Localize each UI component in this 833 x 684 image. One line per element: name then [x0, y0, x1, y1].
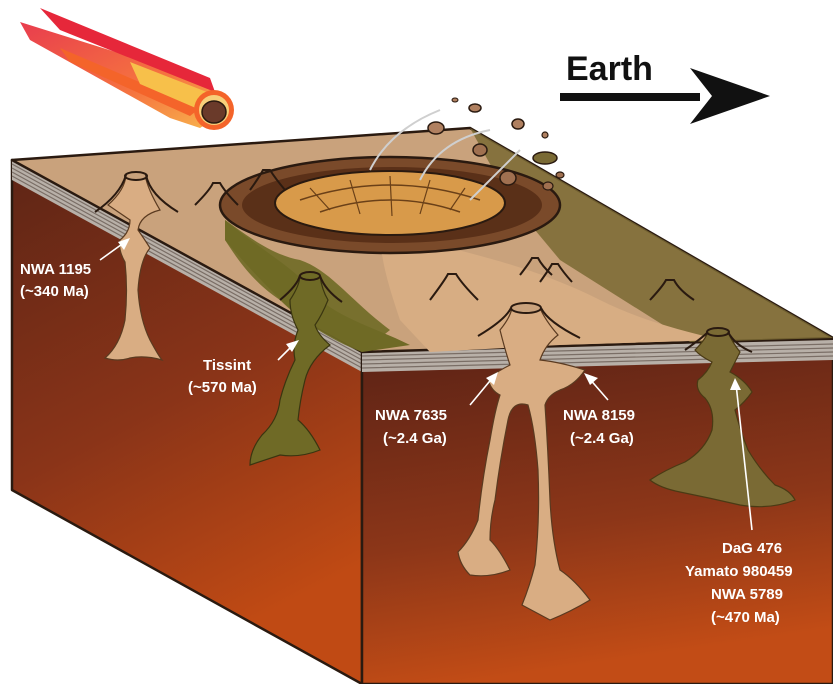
block-right-face [362, 340, 833, 684]
label-nwa-8159-age: (~2.4 Ga) [570, 430, 634, 447]
earth-arrow: Earth [560, 50, 770, 124]
label-nwa-1195-age: (~340 Ma) [20, 283, 89, 300]
label-dag-476-age: (~470 Ma) [711, 609, 780, 626]
label-nwa-5789-name: NWA 5789 [711, 586, 783, 603]
label-nwa-8159-name: NWA 8159 [563, 407, 635, 424]
label-nwa-7635-age: (~2.4 Ga) [383, 430, 447, 447]
label-tissint-age: (~570 Ma) [188, 379, 257, 396]
label-tissint-name: Tissint [203, 357, 251, 374]
label-yamato-name: Yamato 980459 [685, 563, 793, 580]
label-nwa-7635-name: NWA 7635 [375, 407, 447, 424]
meteor-icon [20, 8, 234, 130]
label-dag-476-name: DaG 476 [722, 540, 782, 557]
earth-label: Earth [566, 50, 653, 88]
label-nwa-1195-name: NWA 1195 [20, 261, 91, 278]
